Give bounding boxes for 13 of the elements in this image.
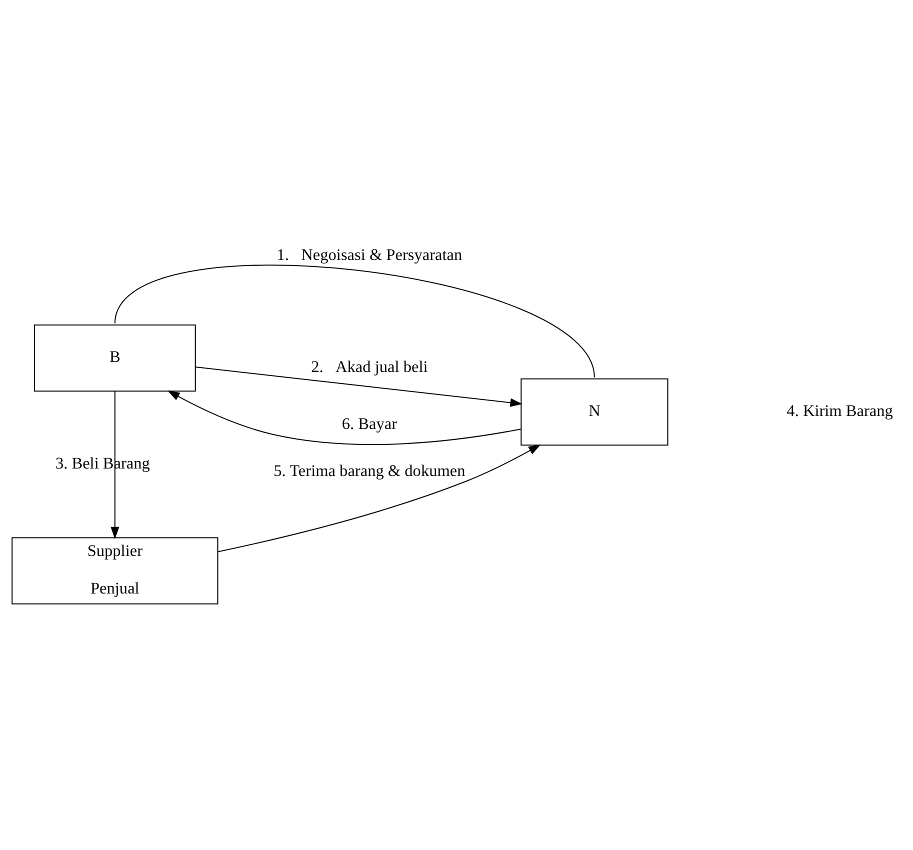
edge-label: 6. Bayar: [342, 414, 398, 433]
edge-label: 2. Akad jual beli: [311, 356, 428, 376]
connector: [114, 264, 595, 378]
node-box: Supplier Penjual: [12, 536, 218, 604]
arrow: [167, 390, 521, 444]
arrow: [110, 390, 120, 539]
edge-label: 1. Negoisasi & Persyaratan: [276, 244, 462, 264]
node-box: B: [34, 324, 196, 392]
arrow: [196, 366, 523, 406]
arrow: [218, 444, 541, 552]
edge-label: 5. Terima barang & dokumen: [274, 460, 466, 480]
node-box: N: [520, 378, 668, 446]
label: 4. Kirim Barang: [786, 400, 893, 420]
